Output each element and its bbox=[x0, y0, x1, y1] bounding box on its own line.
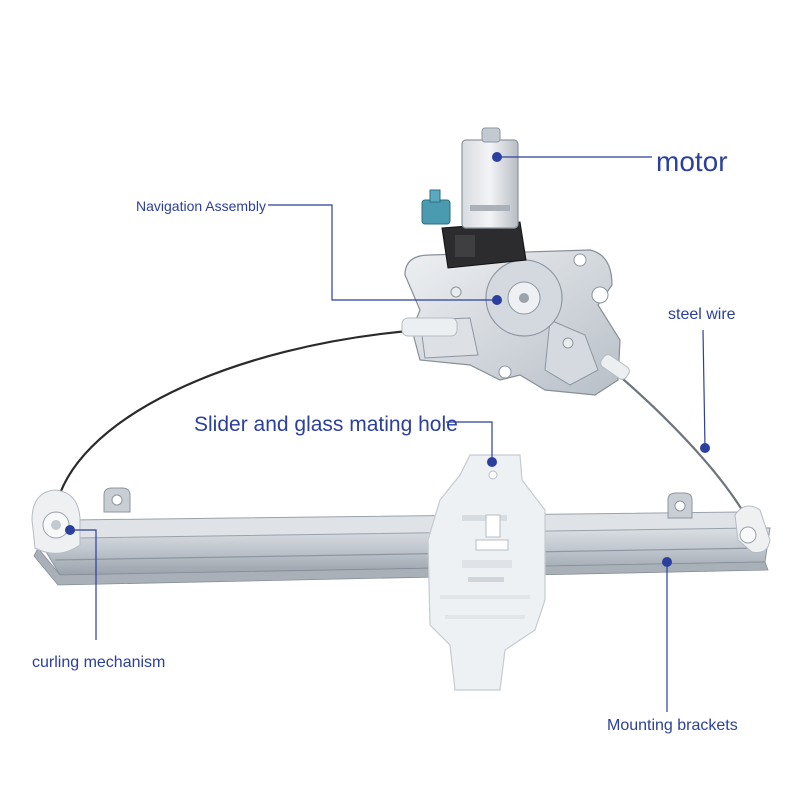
mounting-tab-left bbox=[103, 487, 131, 513]
label-slider-hole: Slider and glass mating hole bbox=[194, 413, 458, 436]
drive-plate bbox=[404, 249, 621, 396]
label-steel-wire: steel wire bbox=[668, 306, 736, 323]
dot-navigation bbox=[492, 295, 502, 305]
motor-can bbox=[461, 127, 519, 229]
mounting-tab-right bbox=[667, 492, 693, 519]
label-motor: motor bbox=[656, 146, 728, 177]
label-curling-mechanism: curling mechanism bbox=[32, 654, 166, 671]
right-pulley bbox=[734, 505, 771, 553]
electrical-connector bbox=[421, 189, 451, 225]
callout-dots bbox=[65, 152, 710, 567]
dot-mounting bbox=[662, 557, 672, 567]
guide-rail bbox=[33, 511, 771, 586]
curling-pulley bbox=[31, 489, 81, 554]
dot-curling bbox=[65, 525, 75, 535]
callout-navigation bbox=[268, 204, 497, 301]
label-mounting-brackets: Mounting brackets bbox=[607, 717, 738, 734]
dot-steel-wire bbox=[700, 443, 710, 453]
callout-curling bbox=[70, 529, 97, 640]
motor-gearbox bbox=[441, 221, 527, 269]
callout-steel-wire bbox=[702, 329, 706, 449]
callout-lines bbox=[70, 156, 706, 712]
dot-motor bbox=[492, 152, 502, 162]
dot-slider bbox=[487, 457, 497, 467]
cable-left bbox=[53, 328, 421, 513]
cable-right bbox=[609, 367, 749, 521]
slider-plate bbox=[427, 454, 546, 691]
cable-sleeve bbox=[401, 317, 630, 380]
callout-slider bbox=[446, 421, 493, 462]
label-navigation-assembly: Navigation Assembly bbox=[136, 198, 266, 214]
